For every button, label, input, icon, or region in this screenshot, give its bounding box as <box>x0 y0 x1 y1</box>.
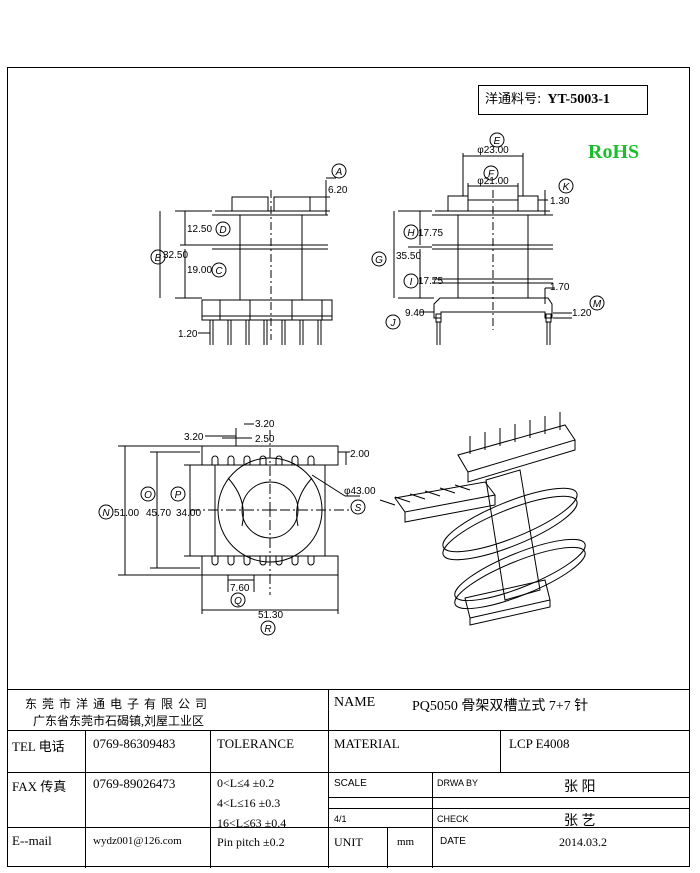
label-J: J <box>390 318 397 329</box>
tel-label: TEL 电话 <box>12 739 65 754</box>
company-address: 广东省东莞市石碣镇,刘屋工业区 <box>33 714 205 728</box>
scale-label: SCALE <box>334 778 367 789</box>
part-number-label: 洋通料号: <box>485 92 542 107</box>
tolerance-row-2: 4<L≤16 ±0.3 <box>217 796 281 810</box>
dim-F: φ21.00 <box>477 176 509 187</box>
dim-J: 9.40 <box>405 308 425 319</box>
label-N: N <box>102 508 110 519</box>
iso-view <box>379 412 586 626</box>
dim-H: 17.75 <box>418 228 443 239</box>
rohs-mark: RoHS <box>588 141 640 163</box>
date-value: 2014.03.2 <box>559 835 607 849</box>
dim-R: 51.30 <box>258 610 283 621</box>
label-R: R <box>264 624 271 635</box>
dim-D: 12.50 <box>187 224 212 235</box>
date-label: DATE <box>440 836 466 847</box>
label-S: S <box>355 503 362 514</box>
tel-value: 0769-86309483 <box>93 736 176 751</box>
label-D: D <box>219 225 226 236</box>
drawn-by-value: 张 阳 <box>564 780 596 795</box>
dim-t1: 3.20 <box>184 432 204 443</box>
tolerance-label: TOLERANCE <box>217 736 295 751</box>
dim-G: 35.50 <box>396 251 421 262</box>
unit-value: mm <box>397 836 415 848</box>
technical-drawing: A 6.20 B 32.50 12.50 D 19.00 C 1.20 E φ2… <box>98 132 605 636</box>
label-H: H <box>407 228 415 239</box>
dim-K: 1.30 <box>550 196 570 207</box>
email-value: wydz001@126.com <box>93 835 182 847</box>
part-number: YT-5003-1 <box>547 92 610 107</box>
dim-A: 6.20 <box>328 185 348 196</box>
front-view <box>371 132 605 345</box>
dim-S: φ43.00 <box>344 486 376 497</box>
label-I: I <box>410 277 413 288</box>
label-A: A <box>335 167 343 178</box>
label-C: C <box>215 266 223 277</box>
check-label: CHECK <box>437 814 469 824</box>
check-value: 张 艺 <box>564 814 596 829</box>
dim-N: 51.00 <box>114 508 139 519</box>
drawing-frame <box>7 67 690 867</box>
material-value: LCP E4008 <box>509 736 570 751</box>
email-label: E--mail <box>12 833 52 848</box>
unit-label: UNIT <box>334 835 363 849</box>
label-B: B <box>155 253 162 264</box>
fax-value: 0769-89026473 <box>93 776 176 791</box>
dim-E: φ23.00 <box>477 145 509 156</box>
dim-B: 32.50 <box>163 250 188 261</box>
label-E: E <box>494 136 501 147</box>
scale-value: 4/1 <box>334 814 347 824</box>
dim-t3: 2.50 <box>255 434 275 445</box>
label-P: P <box>175 490 182 501</box>
dim-I: 17.75 <box>418 276 443 287</box>
side-view <box>150 163 347 345</box>
part-number-box: 洋通料号: YT-5003-1 <box>478 85 648 115</box>
label-K: K <box>563 182 571 193</box>
dim-M: 1.20 <box>572 308 592 319</box>
dim-pin: 1.20 <box>178 329 198 340</box>
label-G: G <box>375 255 383 266</box>
top-view <box>98 423 366 636</box>
dim-t2: 3.20 <box>255 419 275 430</box>
label-Q: Q <box>234 596 242 607</box>
pin-pitch: Pin pitch ±0.2 <box>217 835 285 849</box>
title-block: 东 莞 市 洋 通 电 子 有 限 公 司 广东省东莞市石碣镇,刘屋工业区 NA… <box>7 689 690 868</box>
dim-C: 19.00 <box>187 265 212 276</box>
material-label: MATERIAL <box>334 736 400 751</box>
label-F: F <box>488 169 495 180</box>
label-O: O <box>144 490 152 501</box>
dim-L: 1.70 <box>550 282 570 293</box>
dim-O: 45.70 <box>146 508 171 519</box>
tolerance-row-3: 16<L≤63 ±0.4 <box>217 816 287 830</box>
label-M: M <box>593 299 602 310</box>
dim-Q: 7.60 <box>230 583 250 594</box>
drawn-by-label: DRWA BY <box>437 778 479 788</box>
tolerance-row-1: 0<L≤4 ±0.2 <box>217 776 275 790</box>
fax-label: FAX 传真 <box>12 779 67 794</box>
name-value: PQ5050 骨架双槽立式 7+7 针 <box>412 699 589 714</box>
dim-t4: 2.00 <box>350 449 370 460</box>
name-label: NAME <box>334 695 376 710</box>
dim-P: 34.00 <box>176 508 201 519</box>
company-name: 东 莞 市 洋 通 电 子 有 限 公 司 <box>25 697 209 711</box>
